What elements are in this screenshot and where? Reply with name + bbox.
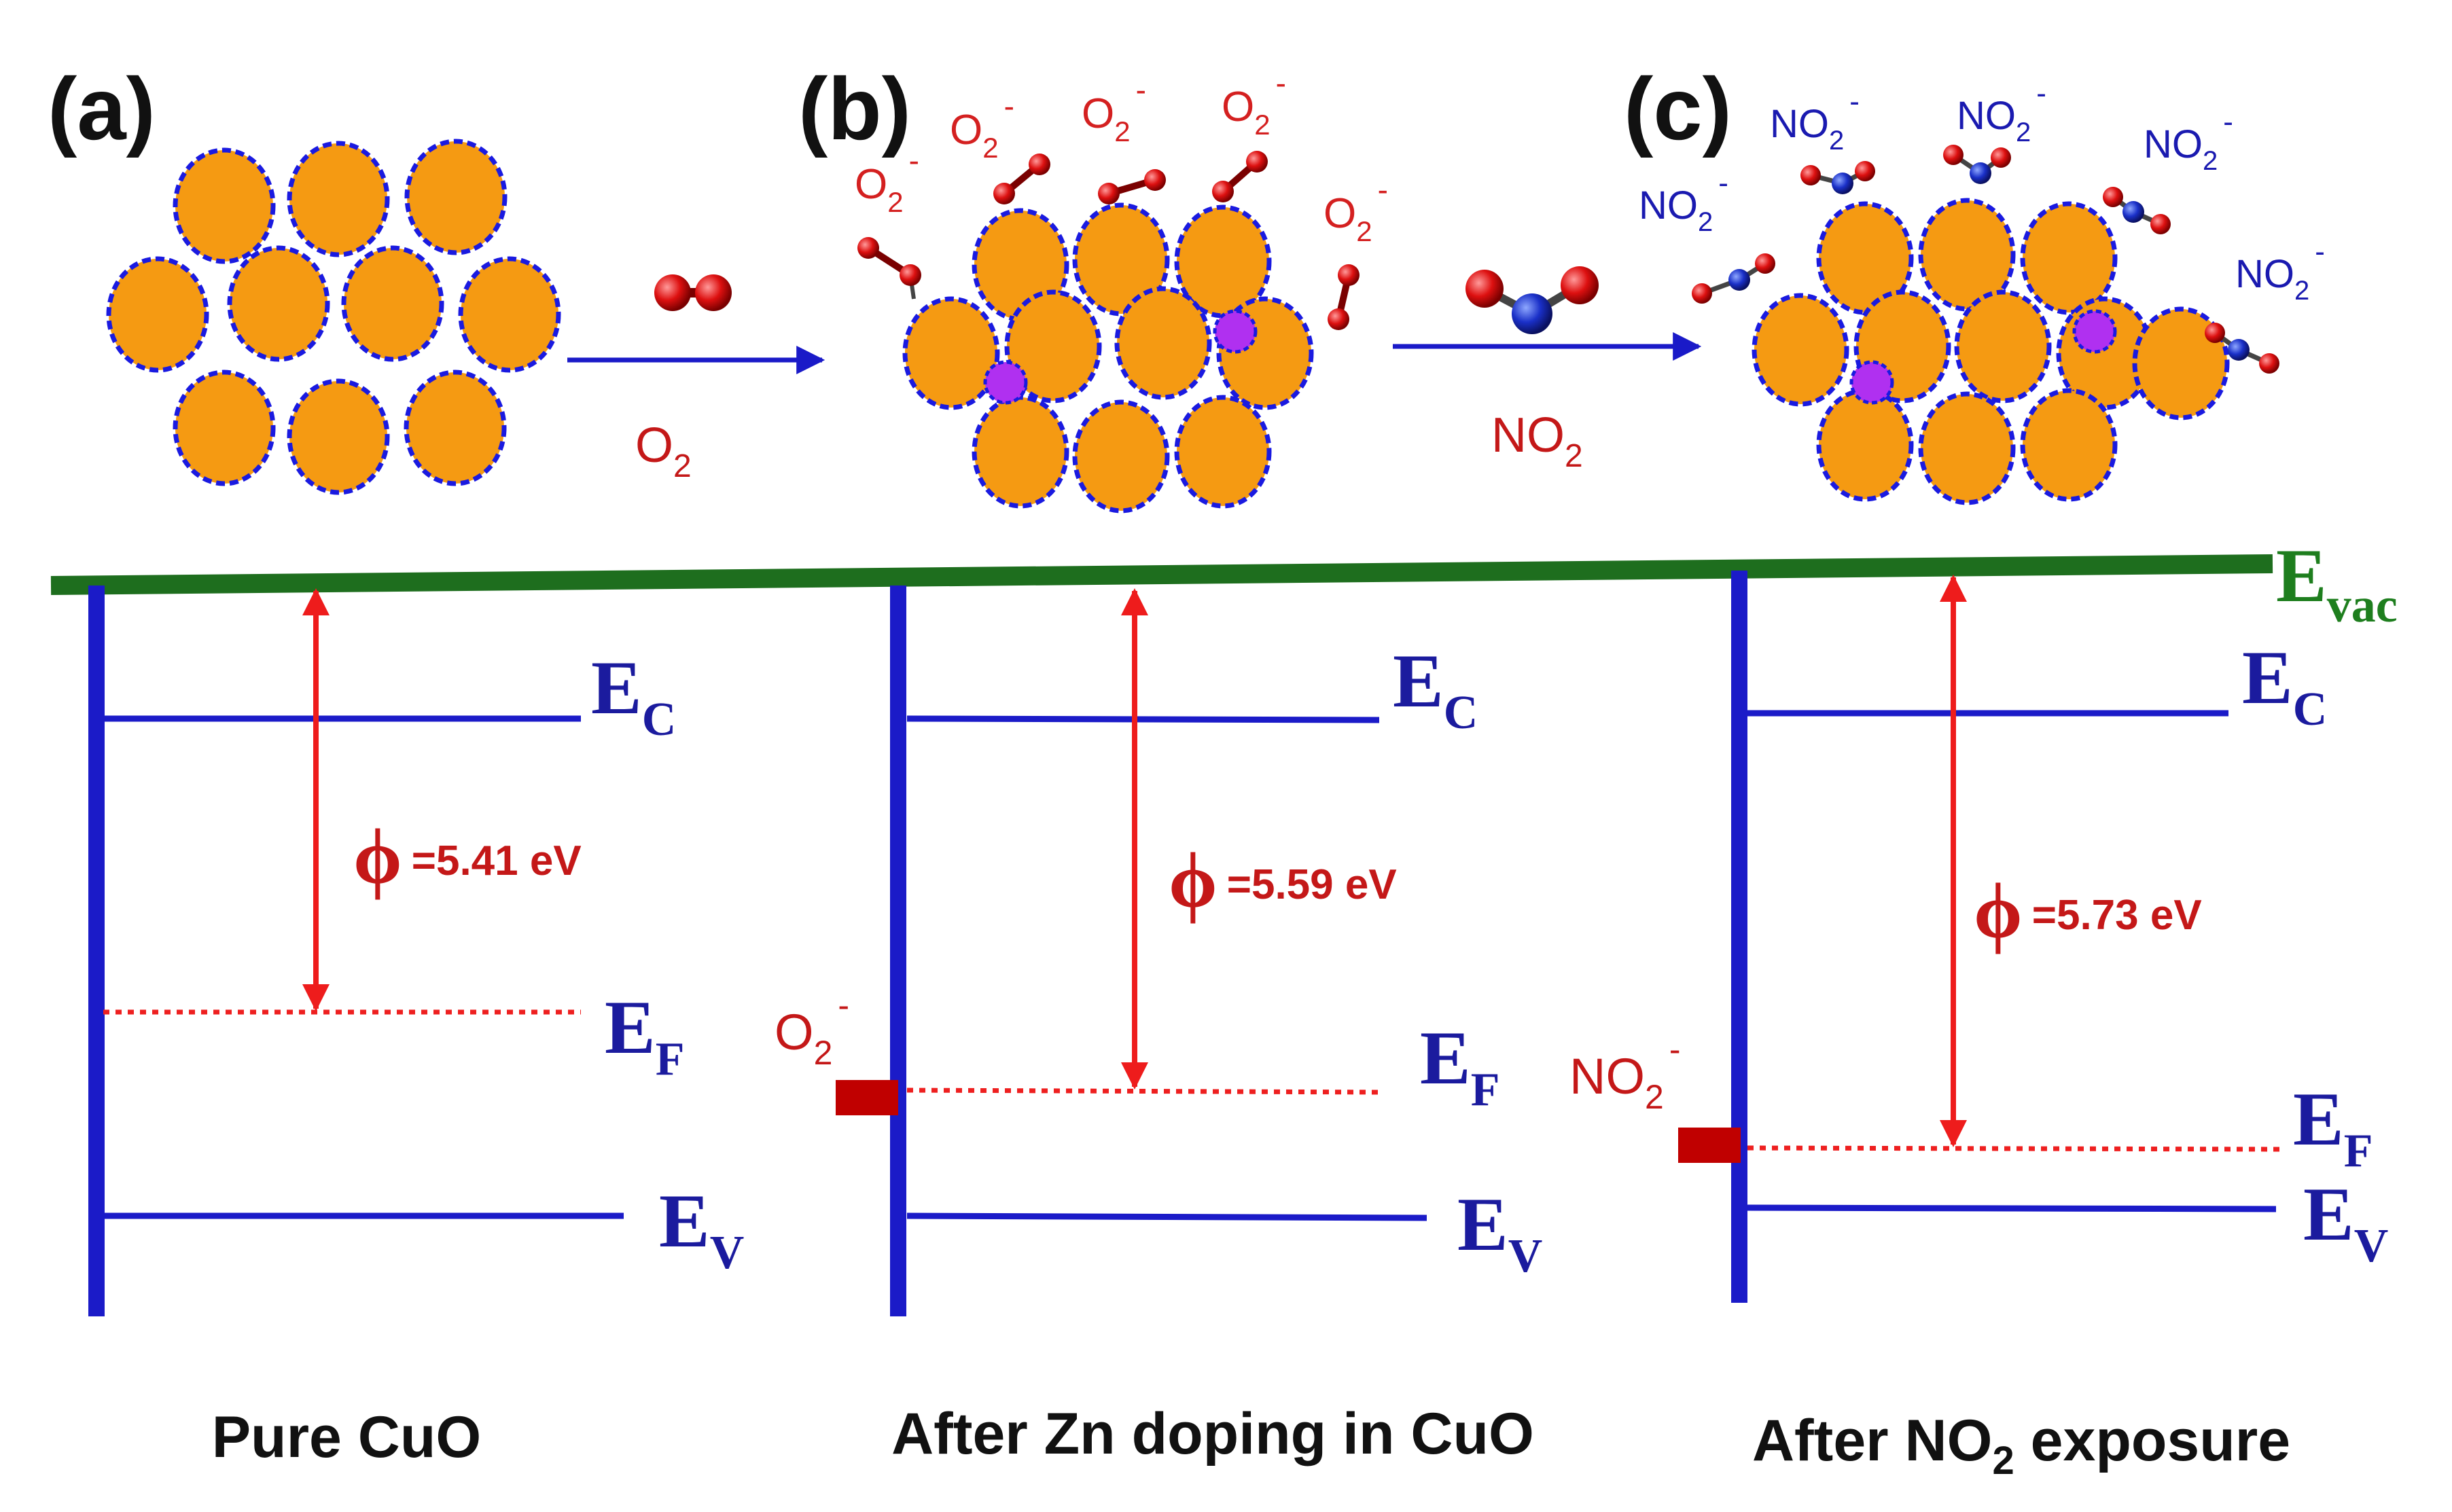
caption-a: Pure CuO [212, 1405, 482, 1470]
o2-ion-molecule-icon [993, 154, 1050, 204]
cuo-particle-cluster-c [1752, 198, 2230, 505]
panel-label-a: (a) [48, 59, 156, 158]
band-diagram-b: O2- ϕ=5.59 eV EC EF EV [775, 586, 1542, 1316]
cuo-particle [404, 139, 508, 255]
o2-ion-label: O2- [1082, 72, 1146, 147]
fermi-level-b [906, 1087, 1380, 1095]
zn-dopant [1849, 360, 1894, 405]
caption-b: After Zn doping in CuO [891, 1401, 1534, 1466]
cuo-particle [1072, 399, 1170, 514]
cuo-particle [1918, 198, 2016, 312]
cuo-particle [1954, 289, 2052, 403]
reaction-label-no2: NO2 [1491, 408, 1583, 474]
band-diagram-c: NO2- ϕ=5.73 eV EC EF EV [1569, 571, 2388, 1303]
cuo-particle [1072, 202, 1170, 317]
no2-ion-label: NO2- [1957, 77, 2046, 147]
work-function-label-b: ϕ=5.59 eV [1169, 838, 1397, 924]
no2-ion-label: NO2- [1639, 166, 1728, 237]
work-function-label-a: ϕ=5.41 eV [353, 814, 582, 900]
conduction-band-label-a: EC [591, 646, 676, 746]
o2-ion-molecule-icon [1212, 151, 1268, 202]
cuo-particle [1114, 286, 1212, 400]
surface-state-o2-ion [836, 1080, 898, 1115]
cuo-particle [173, 147, 276, 264]
conduction-band-label-b: EC [1393, 639, 1478, 739]
o2-ion-label: O2- [1222, 65, 1286, 141]
no2-ion-molecule-icon [1943, 145, 2011, 184]
no2-ion-label: NO2- [2235, 235, 2325, 306]
band-diagram-a: ϕ=5.41 eV EC EF EV [88, 586, 744, 1316]
surface-state-label-o2-ion: O2- [775, 986, 849, 1072]
fermi-level-label-b: EF [1420, 1016, 1499, 1116]
no2-ion-label: NO2- [2144, 105, 2233, 176]
vacuum-level-line [50, 554, 2273, 595]
cuo-particle-cluster-a [106, 139, 561, 495]
cuo-particle [287, 378, 390, 495]
cuo-particle [2020, 201, 2118, 315]
zn-dopant [2072, 309, 2117, 354]
o2-ion-label: O2- [1323, 172, 1388, 247]
adsorbed-no2-molecules [1692, 145, 2279, 374]
o2-ion-molecule-icon [1328, 264, 1360, 330]
cuo-particle [2020, 388, 2118, 502]
cuo-particle [106, 256, 209, 373]
no2-ion-molecule-icon [1692, 253, 1775, 304]
o2-ion-label: O2- [950, 88, 1014, 164]
fermi-level-c [1747, 1145, 2280, 1152]
conduction-band-label-c: EC [2242, 636, 2327, 736]
cuo-particle [1816, 388, 1914, 502]
no2-ion-molecule-icon [2205, 323, 2279, 374]
valence-band-c [1747, 1204, 2277, 1212]
no2-ion-label: NO2- [1770, 85, 1860, 156]
valence-band-label-c: EV [2303, 1172, 2388, 1272]
cuo-particle [972, 208, 1069, 322]
cuo-particle [287, 141, 390, 257]
adsorbed-o2-molecules [857, 151, 1360, 330]
panel-label-c: (c) [1624, 59, 1732, 158]
cuo-particle [1918, 391, 2016, 505]
cuo-particle [902, 296, 1000, 410]
cuo-particle [1004, 289, 1102, 403]
cuo-particle [341, 245, 444, 362]
conduction-band-b [906, 715, 1380, 723]
cuo-particle [972, 395, 1069, 509]
surface-state-no2-ion [1678, 1128, 1741, 1163]
cuo-particle [2132, 306, 2230, 420]
no2-molecule-icon [1465, 266, 1599, 334]
caption-c: After NO2 exposure [1752, 1408, 2290, 1483]
cuo-particle [1752, 293, 1849, 407]
valence-band-b [906, 1212, 1427, 1221]
cuo-particle [458, 256, 561, 373]
no2-ion-molecule-icon [1800, 161, 1875, 194]
cuo-particle [1816, 201, 1914, 315]
o2-ion-label: O2- [855, 143, 919, 218]
surface-state-label-no2-ion: NO2- [1569, 1030, 1680, 1116]
no2-ion-molecule-icon [2103, 187, 2171, 234]
cuo-particle [227, 245, 330, 362]
cuo-particle [1174, 204, 1272, 319]
cuo-particle [173, 370, 276, 486]
panel-label-b: (b) [798, 59, 911, 158]
fermi-level-label-c: EF [2293, 1077, 2373, 1177]
valence-band-label-b: EV [1457, 1183, 1542, 1282]
cuo-particle [1174, 395, 1272, 509]
zn-dopant [1213, 309, 1258, 354]
vacuum-level-label: Evac [2276, 534, 2398, 632]
zn-dopant [983, 360, 1028, 405]
fermi-level-label-a: EF [605, 986, 684, 1085]
o2-molecule-icon [654, 274, 732, 311]
cuo-particle-cluster-b [902, 202, 1314, 514]
o2-ion-molecule-icon [857, 237, 921, 300]
cuo-particle [404, 370, 507, 486]
reaction-label-o2: O2 [635, 418, 692, 484]
o2-ion-molecule-icon [1098, 169, 1166, 204]
valence-band-label-a: EV [659, 1179, 744, 1279]
work-function-label-c: ϕ=5.73 eV [1974, 868, 2202, 954]
